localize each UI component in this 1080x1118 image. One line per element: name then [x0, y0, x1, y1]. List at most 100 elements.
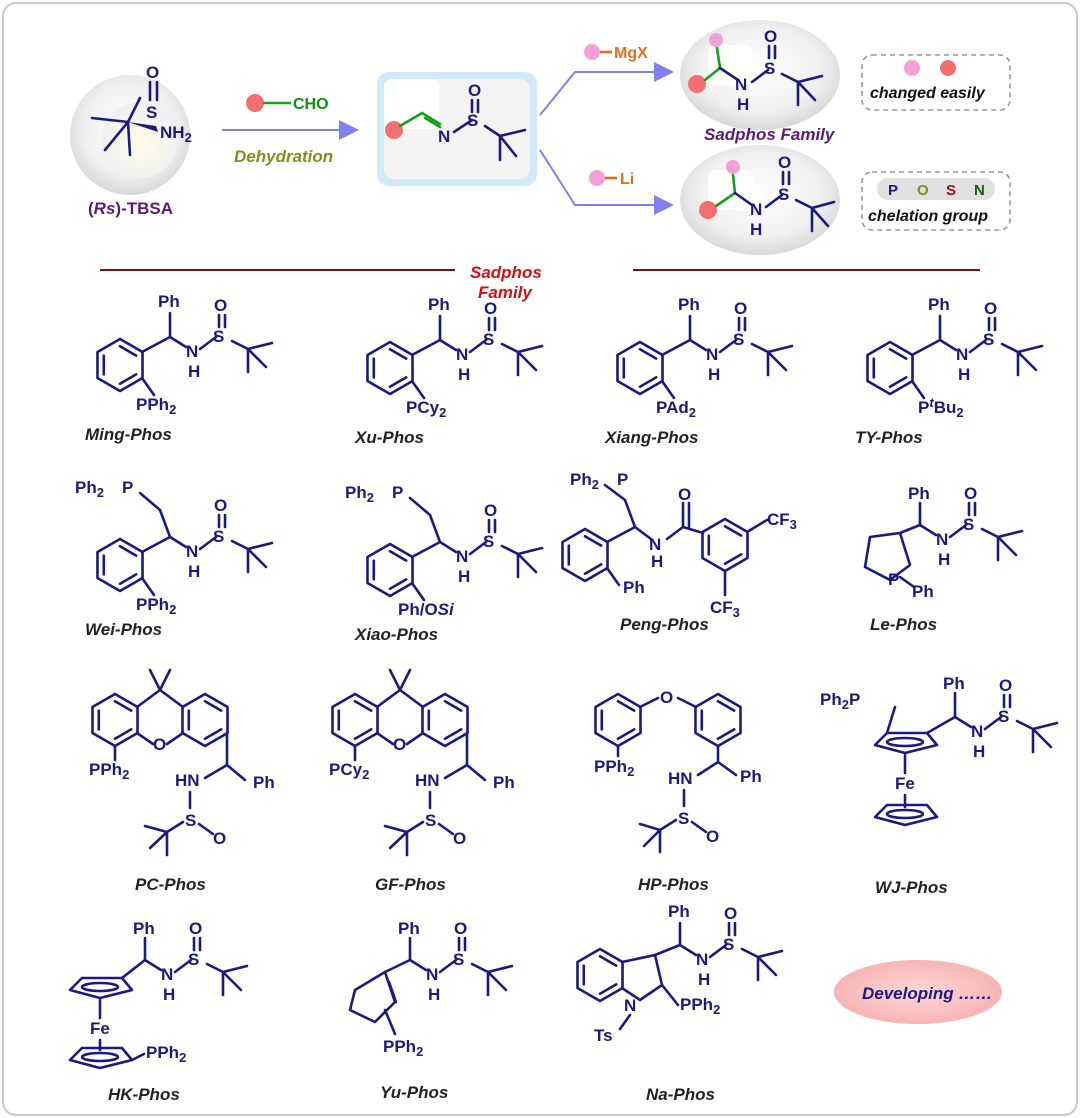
cf3-label: CF3 — [710, 598, 740, 620]
atom-label: H — [428, 985, 440, 1004]
atom-label: Ph — [158, 292, 180, 311]
tbsa-name: (Rs)-TBSA — [88, 199, 173, 218]
phosphine-label: PCy2 — [406, 398, 446, 420]
atom-label: H — [458, 567, 470, 586]
atom-label: S — [483, 330, 494, 349]
phosphine-label: PCy2 — [329, 760, 369, 782]
atom-label: Ph — [428, 295, 450, 314]
tbsa-O-label: O — [146, 63, 159, 82]
ligand-name: Peng-Phos — [620, 615, 709, 634]
atom-label: Ph — [678, 295, 700, 314]
atom-label: O — [454, 919, 467, 938]
phosphine-label: PPh2 — [136, 595, 176, 617]
atom-label: Ph — [908, 484, 930, 503]
svg-text:N: N — [750, 200, 762, 219]
aryl-label: Ph/OSi — [398, 600, 455, 619]
changed-easily-text: changed easily — [870, 85, 986, 102]
phosphine-label: Ph2 — [570, 470, 599, 492]
li-label: Li — [620, 171, 634, 188]
atom-label: Fe — [90, 1019, 110, 1038]
atom-label: H — [938, 550, 950, 569]
phosphine-label: Ph2P — [820, 690, 860, 712]
atom-label: O — [214, 496, 227, 515]
atom-label: HN — [668, 769, 693, 788]
atom-label: O — [964, 484, 977, 503]
svg-text:H: H — [737, 95, 749, 114]
ligand-name: HK-Phos — [108, 1085, 180, 1104]
ligand-name: PC-Phos — [135, 875, 206, 894]
atom-label: Ph — [493, 773, 515, 792]
atom-label: S — [963, 515, 974, 534]
atom-label: S — [723, 935, 734, 954]
atom-label: O — [984, 299, 997, 318]
atom-label: S — [213, 327, 224, 346]
svg-text:O: O — [764, 27, 777, 46]
atom-label: O — [734, 299, 747, 318]
phosphine-label: PAd2 — [656, 398, 696, 420]
atom-label: N — [696, 950, 708, 969]
phosphine-label: Ph2 — [75, 478, 104, 500]
section-title-line2: Family — [478, 283, 533, 302]
atom-label: S — [425, 811, 436, 830]
atom-label: O — [393, 735, 406, 754]
chelation-P: P — [888, 182, 898, 199]
cf3-label: CF3 — [767, 510, 797, 532]
note-changed-easily: changed easily — [861, 54, 1011, 111]
ligand-name: Wei-Phos — [85, 620, 162, 639]
atom-label: H — [458, 365, 470, 384]
tbsa-structure: O S NH2 (Rs)-TBSA — [70, 63, 192, 218]
atom-label: Ph — [740, 767, 762, 786]
atom-label: H — [708, 365, 720, 384]
atom-label: Ph — [623, 578, 645, 597]
note-chelation-group: P O S N chelation group — [861, 171, 1011, 231]
atom-label: O — [214, 296, 227, 315]
atom-label: N — [624, 996, 636, 1015]
atom-label: S — [983, 330, 994, 349]
atom-label: Ph — [912, 582, 934, 601]
ligand-name: Xiao-Phos — [354, 625, 438, 644]
phosphine-label: PtBu2 — [918, 395, 964, 420]
chelation-S: S — [946, 182, 956, 199]
atom-label: O — [660, 688, 673, 707]
section-divider: Sadphos Family — [100, 263, 980, 302]
chelation-N: N — [974, 182, 985, 199]
section-title-line1: Sadphos — [470, 263, 542, 282]
atom-label: H — [958, 365, 970, 384]
ligand-name: GF-Phos — [375, 875, 446, 894]
atom-label: HN — [175, 771, 200, 790]
phosphine-label: PPh2 — [383, 1037, 423, 1059]
atom-label: Ts — [594, 1026, 613, 1045]
atom-label: Ph — [943, 674, 965, 693]
atom-label: S — [453, 950, 464, 969]
phosphine-label: PPh2 — [146, 1043, 186, 1065]
atom-label: O — [678, 485, 691, 504]
ligand-name: Xu-Phos — [354, 428, 424, 447]
ligand-name: Xiang-Phos — [604, 428, 699, 447]
ligand-name: Le-Phos — [870, 615, 937, 634]
imine-O-label: O — [468, 81, 481, 100]
atom-label: S — [213, 527, 224, 546]
phosphine-label: PPh2 — [136, 395, 176, 417]
atom-label: N — [186, 542, 198, 561]
atom-label: P — [888, 570, 899, 589]
sadphos-family-label: Sadphos Family — [704, 125, 836, 144]
ligand-grid: PhNHSOPPh2Ming-PhosPhNHSOPCy2Xu-PhosPhNH… — [68, 292, 1059, 1104]
atom-label: HN — [415, 771, 440, 790]
atom-label: N — [956, 345, 968, 364]
atom-label: S — [483, 532, 494, 551]
atom-label: H — [651, 552, 663, 571]
developing-ellipse: Developing …… — [834, 960, 1002, 1024]
